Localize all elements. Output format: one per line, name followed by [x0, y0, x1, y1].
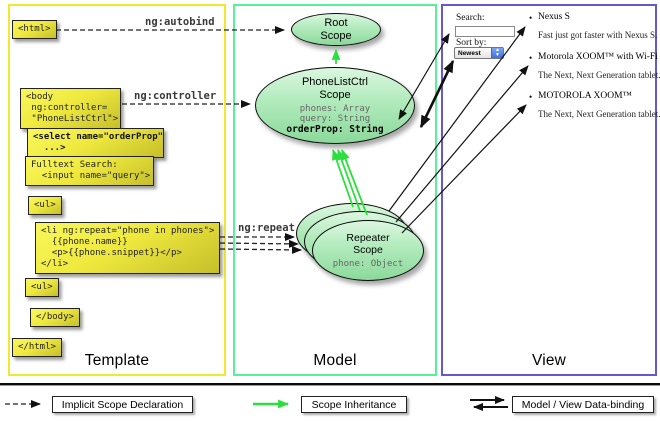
- phone-item-name: Nexus S: [538, 12, 570, 22]
- bullet-icon: •: [529, 53, 533, 63]
- html-open-tag-box: <html>: [12, 20, 57, 39]
- search-input[interactable]: [455, 26, 515, 37]
- phone-item-name: Motorola XOOM™ with Wi-Fi: [538, 52, 658, 62]
- ng-autobind-label: ng:autobind: [145, 16, 215, 28]
- bullet-icon: •: [529, 92, 533, 102]
- legend-scope-inheritance-box: Scope Inheritance: [301, 396, 407, 413]
- body-close-tag-box: </body>: [30, 308, 80, 327]
- fulltext-search-box: Fulltext Search: <input name="query">: [25, 156, 154, 186]
- ng-controller-label: ng:controller: [134, 90, 217, 102]
- root-scope-title: Root Scope: [320, 17, 352, 42]
- bullet-icon: •: [529, 13, 533, 23]
- model-panel: Model: [233, 4, 437, 376]
- legend-databinding-box: Model / View Data-binding: [512, 396, 654, 413]
- model-panel-label: Model: [313, 352, 357, 369]
- template-panel-label: Template: [84, 352, 150, 369]
- phone-item-name: MOTOROLA XOOM™: [538, 91, 632, 101]
- phone-item-desc: The Next, Next Generation tablet.: [538, 109, 660, 119]
- sort-dropdown[interactable]: Newest ▲▼: [454, 47, 504, 59]
- phone-item-desc: Fast just got faster with Nexus S.: [538, 30, 658, 40]
- li-repeat-box: <li ng:repeat="phone in phones"> {{phone…: [35, 222, 220, 274]
- view-panel-label: View: [531, 352, 567, 369]
- repeater-scope-prop-phone: phone: Object: [332, 259, 404, 269]
- body-open-tag-box: <body ng:controller= "PhoneListCtrl">: [20, 88, 121, 129]
- root-scope-ellipse: Root Scope: [291, 13, 381, 46]
- ul-open-tag-box: <ul>: [28, 196, 62, 215]
- legend-implicit-scope-box: Implicit Scope Declaration: [52, 396, 193, 413]
- phonelistctrl-scope-prop-query: query: String: [299, 114, 371, 124]
- dropdown-stepper-icon: ▲▼: [491, 48, 503, 58]
- repeater-scope-ellipse-front: Repeater Scope phone: Object: [312, 220, 424, 281]
- select-tag-box: <select name="orderProp" ...>: [27, 128, 164, 158]
- phonelistctrl-scope-title: PhoneListCtrl Scope: [301, 76, 369, 101]
- phonelistctrl-scope-prop-orderprop: orderProp: String: [286, 124, 384, 135]
- ng-repeat-label: ng:repeat: [238, 222, 295, 234]
- phonelistctrl-scope-ellipse: PhoneListCtrl Scope phones: Array query:…: [255, 67, 415, 144]
- legend-divider: [0, 383, 660, 386]
- ul-close-tag-box: <ul>: [25, 278, 59, 297]
- phonelistctrl-scope-prop-phones: phones: Array: [299, 104, 371, 114]
- phone-item-desc: The Next, Next Generation tablet.: [538, 70, 660, 80]
- html-close-tag-box: </html>: [12, 338, 62, 357]
- sort-dropdown-value: Newest: [458, 49, 481, 57]
- repeater-scope-title: Repeater Scope: [346, 232, 390, 256]
- search-label: Search:: [456, 13, 485, 23]
